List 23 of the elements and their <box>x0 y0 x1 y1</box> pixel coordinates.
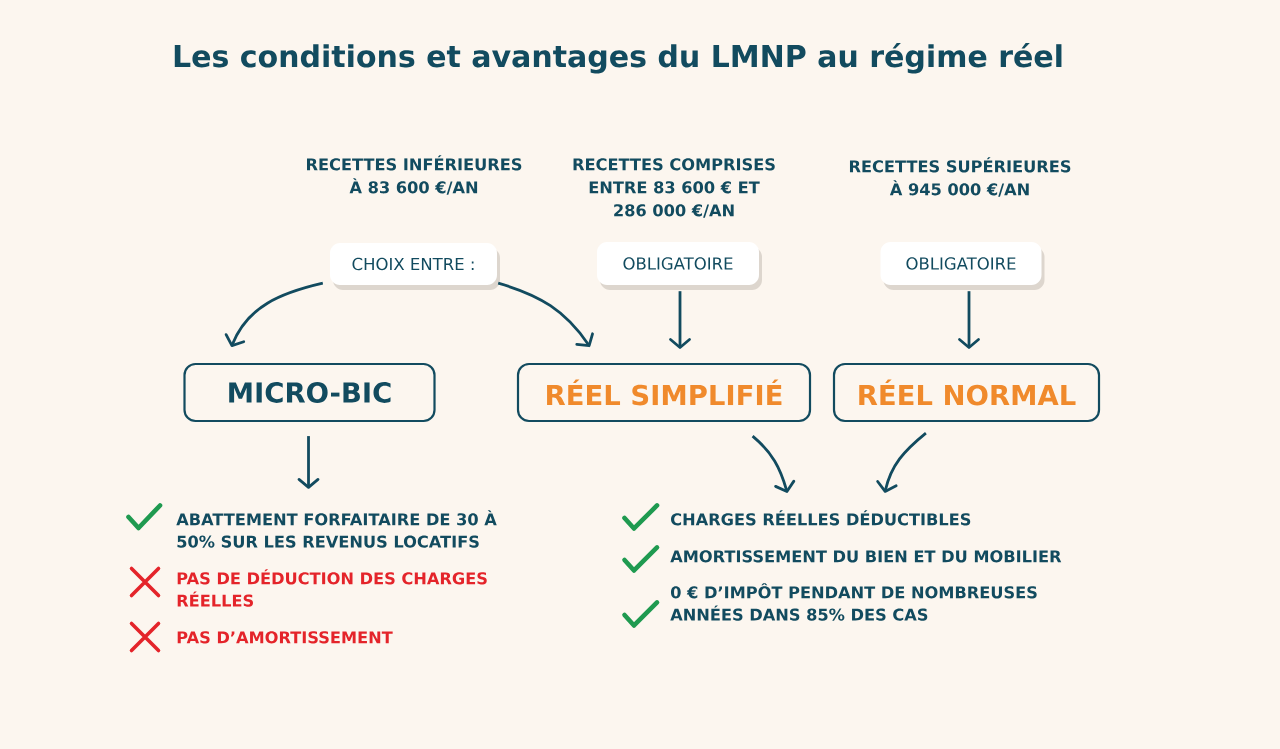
regime-box: MICRO-BIC <box>183 362 436 423</box>
regime-box: RÉEL SIMPLIFIÉ <box>516 362 812 423</box>
list-item: PAS D’AMORTISSEMENT <box>177 631 393 644</box>
option-pill: CHOIX ENTRE : <box>330 243 500 290</box>
arrow <box>751 435 796 493</box>
column-heading: RECETTES COMPRISES ENTRE 83 600 € ET 286 000 €/AN <box>573 158 775 218</box>
arrow <box>669 291 691 349</box>
arrow <box>958 291 980 349</box>
option-pill: OBLIGATOIRE <box>880 242 1045 290</box>
list-item: CHARGES RÉELLES DÉDUCTIBLES <box>671 510 971 526</box>
list-item: PAS DE DÉDUCTION DES CHARGES RÉELLES <box>177 569 487 607</box>
option-pill: OBLIGATOIRE <box>597 242 762 290</box>
list-item: ABATTEMENT FORFAITAIRE DE 30 À 50% SUR LES REVENUS LOCATIFS <box>176 510 497 548</box>
arrow <box>876 432 927 493</box>
arrow <box>497 281 594 348</box>
column-heading: RECETTES SUPÉRIEURES À 945 000 €/AN <box>850 157 1071 197</box>
list-item: AMORTISSEMENT DU BIEN ET DU MOBILIER <box>670 550 1062 563</box>
regime-box: RÉEL NORMAL <box>832 362 1101 423</box>
list-item: 0 € D’IMPÔT PENDANT DE NOMBREUSES ANNÉES DANS 85% DES CAS <box>670 583 1037 621</box>
arrow <box>224 281 324 347</box>
title: Les conditions et avantages du LMNP au régime réel <box>174 43 1062 74</box>
column-heading: RECETTES INFÉRIEURES À 83 600 €/AN <box>307 155 522 195</box>
arrow <box>297 436 320 489</box>
